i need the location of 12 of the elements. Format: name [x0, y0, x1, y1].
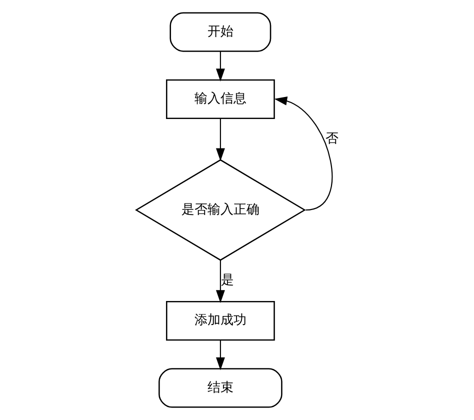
node-box: 输入信息	[166, 79, 274, 119]
arrow	[215, 340, 224, 370]
node-diamond: 是否输入正确	[134, 159, 306, 261]
node-box: 结束	[158, 368, 282, 408]
edge-label: 是	[220, 273, 234, 288]
arrow	[215, 260, 224, 303]
node-box: 开始	[169, 12, 271, 52]
node-box: 添加成功	[166, 301, 274, 341]
arrow	[215, 118, 224, 162]
arrow	[215, 52, 224, 82]
arrow	[274, 96, 332, 211]
edge-label: 否	[324, 131, 338, 146]
